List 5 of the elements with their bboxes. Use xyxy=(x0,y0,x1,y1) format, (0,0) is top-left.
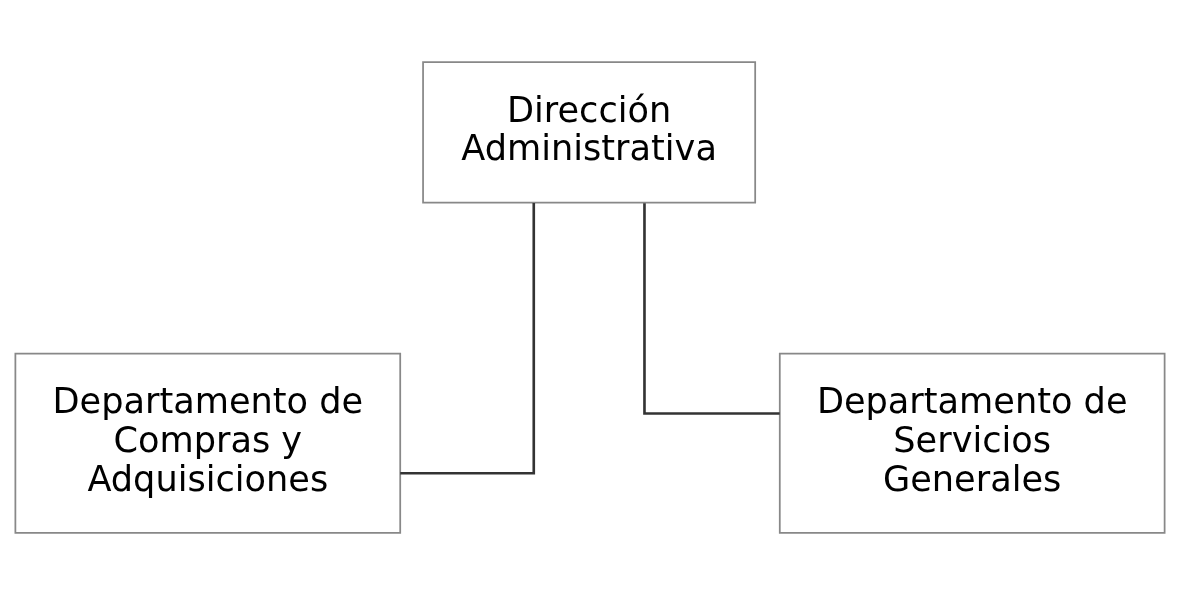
node-box: Dirección Administrativa xyxy=(422,60,757,203)
connector xyxy=(643,202,780,415)
connector xyxy=(400,202,536,475)
node-box: Departamento de Compras y Adquisiciones xyxy=(14,352,402,534)
node-box: Departamento de Servicios Generales xyxy=(778,352,1166,534)
